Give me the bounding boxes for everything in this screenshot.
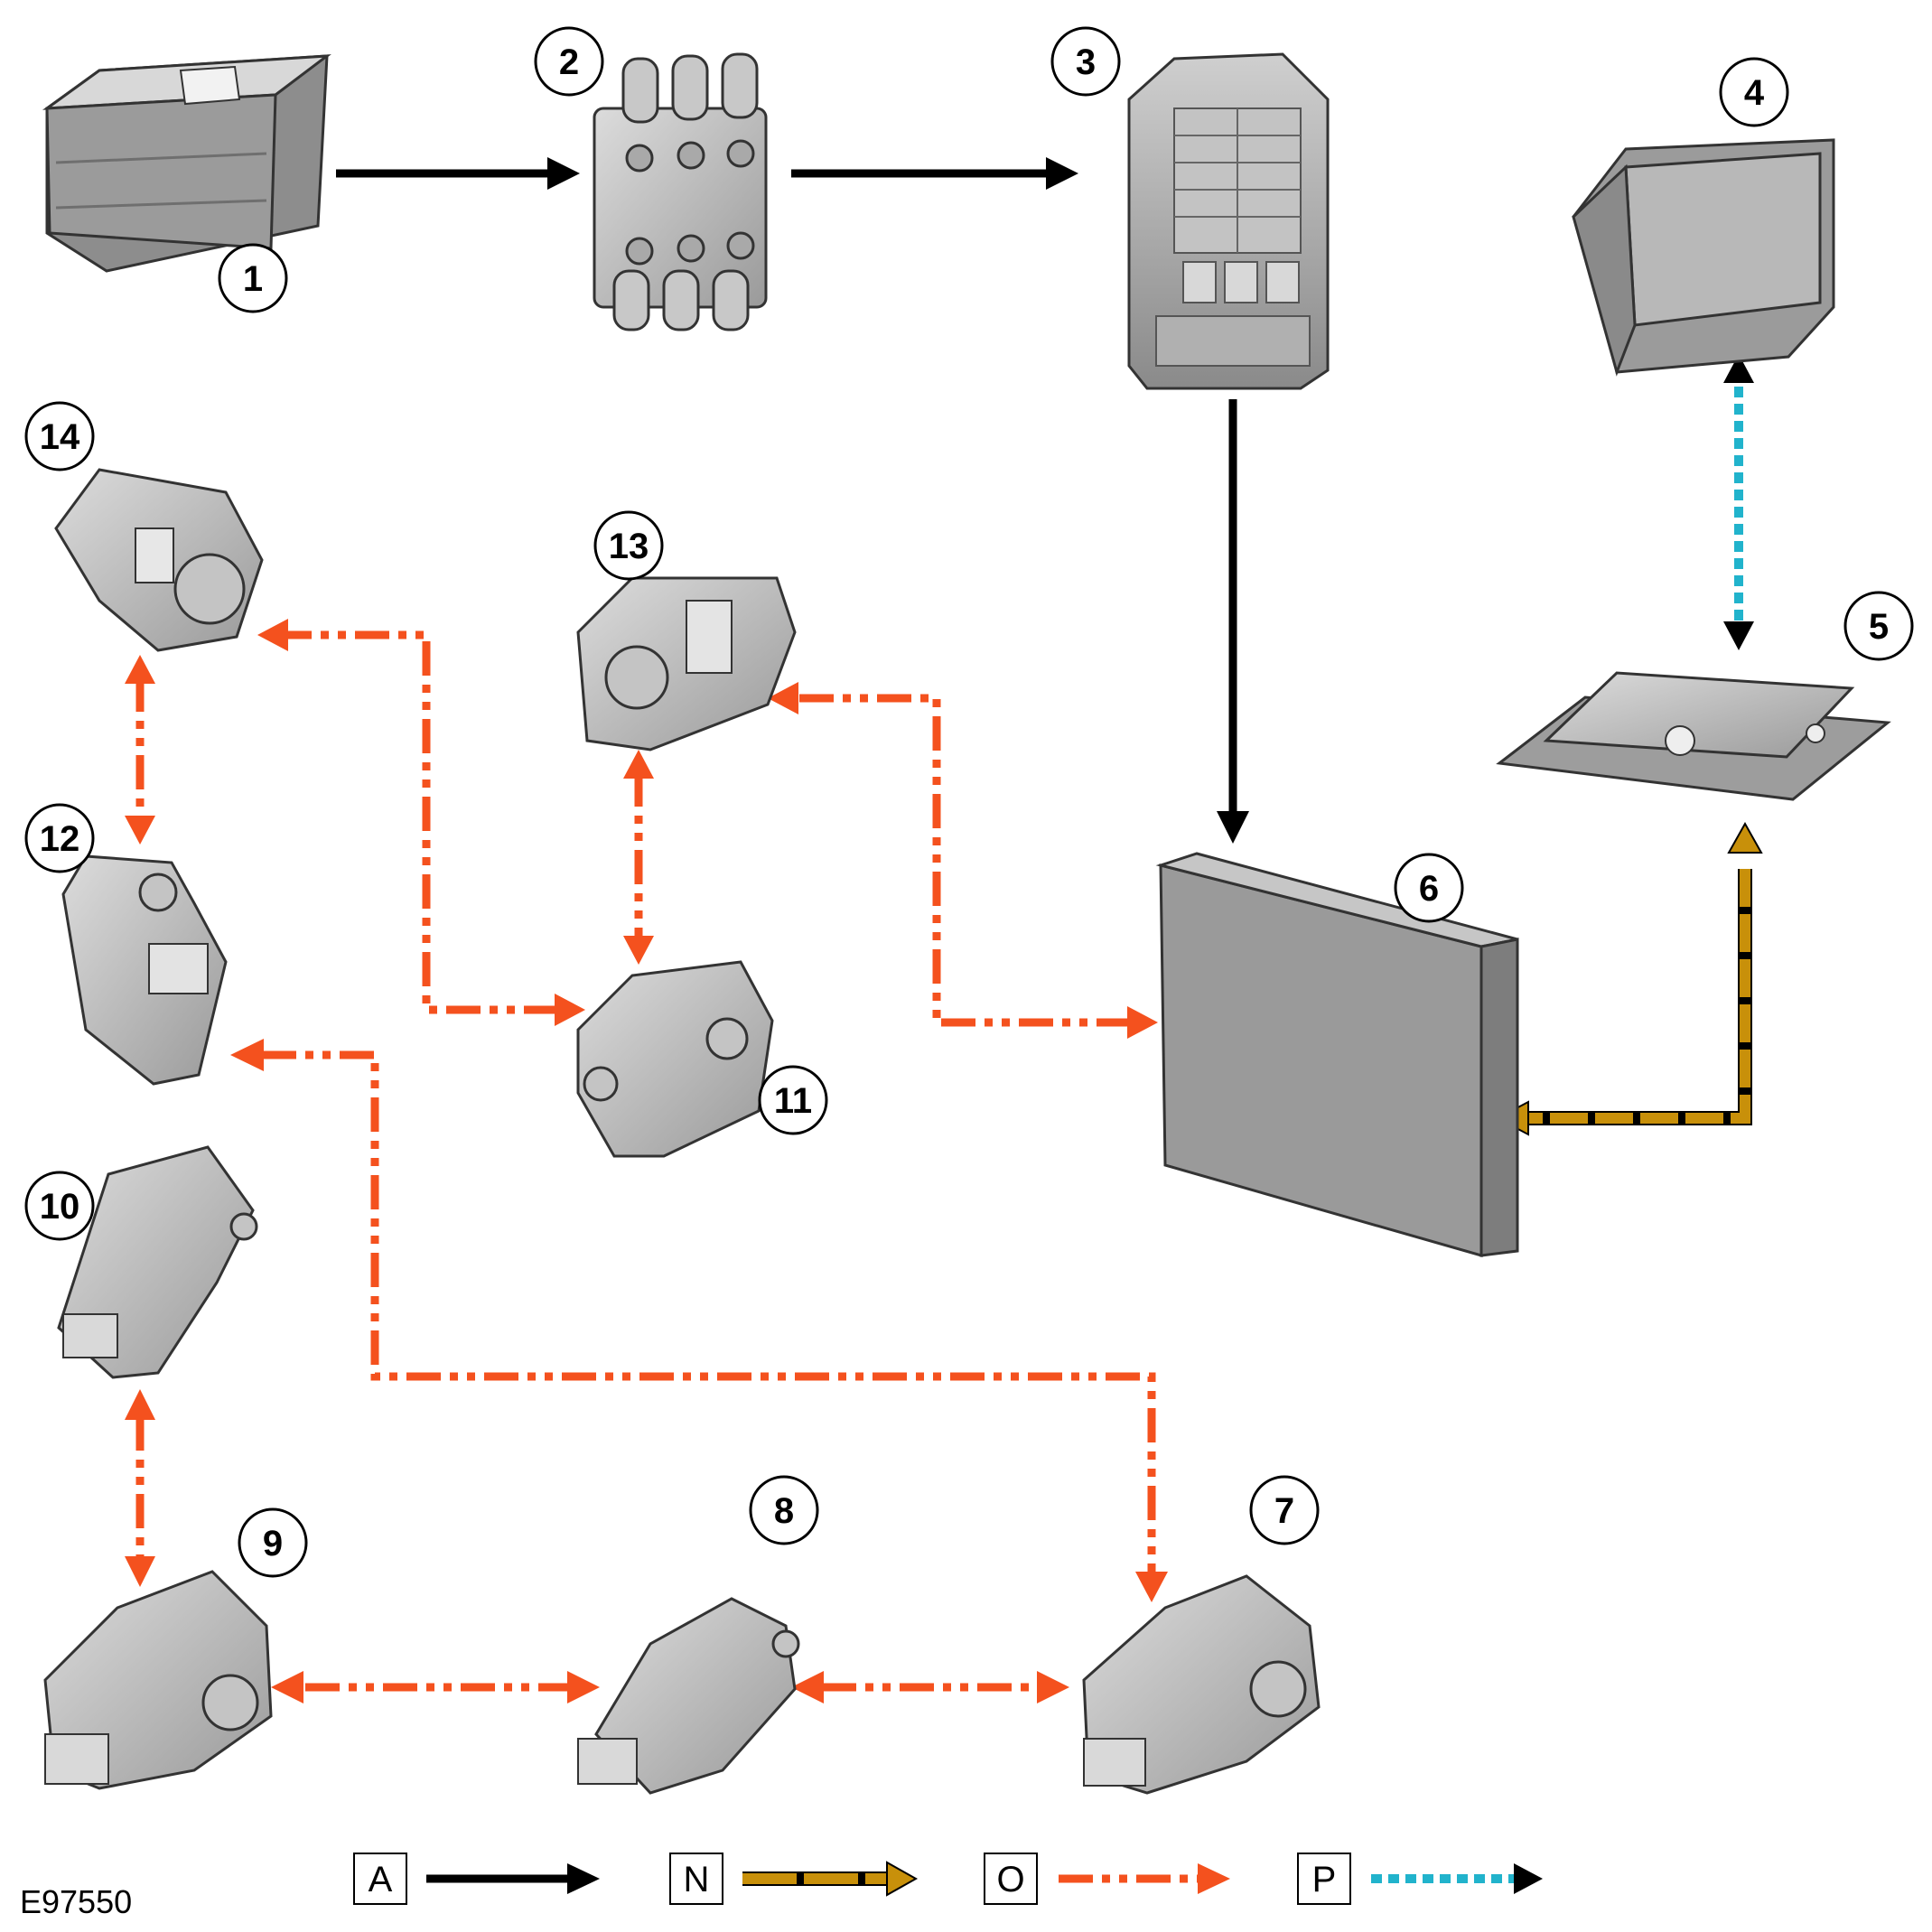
svg-text:9: 9: [263, 1524, 283, 1563]
link-11-14: [286, 630, 558, 1014]
callout-9: 9: [238, 1507, 308, 1578]
legend-item-n: N: [669, 1853, 919, 1905]
actuator-10-icon: [57, 1145, 258, 1379]
link-5-6: [1495, 821, 1763, 1136]
callout-12: 12: [24, 803, 95, 873]
connections-layer: [125, 157, 1763, 1703]
link-4-5: [1723, 354, 1754, 650]
link-3-6: [1217, 399, 1249, 844]
legend: A N O P: [353, 1853, 1543, 1905]
legend-item-o: O: [984, 1853, 1230, 1905]
callout-10: 10: [24, 1171, 95, 1241]
actuator-11-icon: [576, 960, 774, 1158]
callout-8: 8: [749, 1475, 819, 1545]
battery-icon: [42, 54, 331, 273]
callout-14: 14: [24, 401, 95, 471]
actuator-8-icon: [577, 1597, 800, 1795]
svg-text:2: 2: [559, 42, 579, 82]
svg-text:10: 10: [40, 1187, 80, 1227]
callout-4: 4: [1719, 57, 1789, 127]
svg-text:6: 6: [1419, 869, 1439, 909]
touchscreen-display-icon: [1572, 138, 1835, 377]
svg-text:7: 7: [1274, 1491, 1294, 1531]
actuator-13-icon: [576, 576, 797, 751]
actuator-12-icon: [61, 854, 228, 1086]
actuator-7-icon: [1082, 1574, 1321, 1795]
svg-text:14: 14: [40, 417, 80, 457]
fuse-junction-icon: [593, 52, 768, 331]
svg-text:3: 3: [1076, 42, 1096, 82]
svg-text:11: 11: [774, 1081, 812, 1121]
legend-label-a: A: [369, 1860, 393, 1899]
svg-text:13: 13: [609, 527, 649, 566]
control-module-icon: [1155, 852, 1519, 1257]
control-module-bracket-icon: [1496, 671, 1891, 801]
callout-7: 7: [1249, 1475, 1320, 1545]
svg-text:4: 4: [1744, 73, 1765, 113]
legend-label-o: O: [996, 1860, 1024, 1899]
callout-11: 11: [758, 1065, 828, 1135]
callout-3: 3: [1050, 26, 1121, 97]
callout-6: 6: [1394, 853, 1464, 923]
legend-label-p: P: [1312, 1860, 1337, 1899]
link-1-2: [336, 157, 580, 190]
link-2-3: [791, 157, 1078, 190]
link-12-7: [262, 1050, 1156, 1573]
callouts: 1 2 3 4 5 6 7 8 9 10 11 12 13 14: [24, 26, 1914, 1578]
callout-13: 13: [593, 510, 664, 581]
svg-text:12: 12: [40, 819, 80, 859]
fuse-box-icon: [1127, 52, 1330, 390]
legend-label-n: N: [684, 1860, 710, 1899]
callout-1: 1: [218, 243, 288, 313]
link-6-13: [797, 694, 1131, 1027]
actuator-14-icon: [54, 468, 264, 652]
legend-item-p: P: [1297, 1853, 1543, 1905]
callout-2: 2: [534, 26, 604, 97]
callout-5: 5: [1843, 591, 1914, 661]
legend-item-a: A: [353, 1853, 600, 1905]
svg-text:5: 5: [1869, 607, 1889, 647]
o-arrowheads: [125, 619, 1168, 1703]
svg-text:8: 8: [774, 1491, 794, 1531]
svg-text:1: 1: [243, 259, 263, 299]
figure-reference: E97550: [20, 1883, 132, 1920]
actuator-9-icon: [43, 1570, 273, 1790]
